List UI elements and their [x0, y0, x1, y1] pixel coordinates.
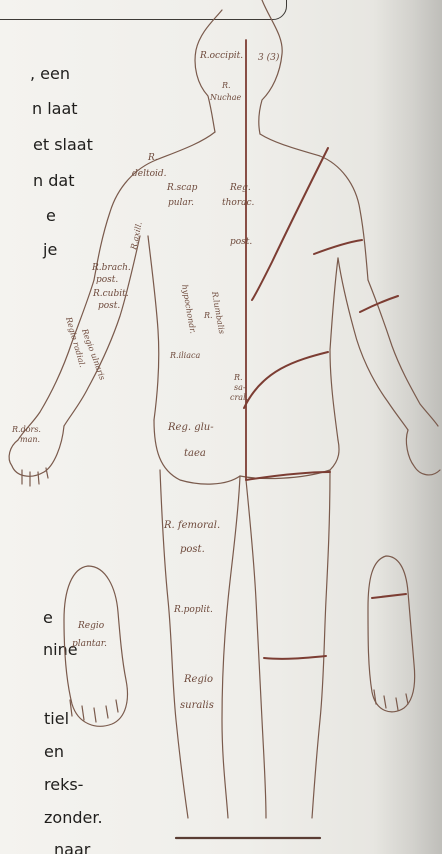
label-iliaca: R.iliaca — [169, 351, 200, 360]
label-occipit: R.occipit. — [199, 51, 243, 61]
label-cubit1: R.cubit. — [92, 289, 129, 299]
label-deltoid: R. — [147, 153, 158, 163]
label-nuchae2: Nuchae — [209, 93, 242, 102]
label-poplit: R.poplit. — [173, 605, 213, 615]
right-leg-inner — [246, 480, 266, 818]
cut-line-foot — [372, 594, 406, 598]
label-cubit2: post. — [98, 301, 120, 311]
head-outline — [195, 10, 222, 132]
cut-line-knee — [264, 656, 326, 659]
cut-line-arm — [314, 240, 362, 254]
left-toes — [70, 700, 118, 722]
right-arm-outer — [368, 280, 438, 426]
label-nuchae: R. — [221, 81, 231, 90]
right-shoulder — [260, 134, 368, 280]
label-plant1: Regio — [77, 621, 105, 631]
label-fem1: R. femoral. — [163, 520, 220, 531]
label-hypo2: hypochondr. — [180, 284, 198, 335]
label-brach2: post. — [96, 275, 118, 285]
label-plant2: plantar. — [72, 639, 107, 649]
label-fem2: post. — [180, 544, 205, 555]
label-scap1: R.scap — [166, 183, 198, 193]
label-sural1: Regio — [183, 674, 213, 685]
label-thorac1: Reg. — [229, 183, 251, 193]
label-sacral1: R. — [233, 373, 243, 382]
label-deltoid2: deltoid. — [132, 169, 167, 179]
label-glut1: Reg. glu- — [167, 422, 214, 433]
cut-line-hip — [244, 352, 328, 408]
right-hand — [406, 430, 440, 475]
label-hypo: R. — [203, 311, 213, 320]
cut-line-back — [252, 148, 328, 300]
label-glut2: taea — [184, 448, 206, 459]
label-thorac2: thorac. — [222, 198, 255, 208]
torso-right — [330, 258, 338, 440]
label-thorac3: post. — [230, 237, 252, 247]
cut-line-thigh — [246, 472, 330, 480]
label-dors2: man. — [20, 435, 40, 444]
label-brach1: R.brach. — [91, 263, 131, 273]
right-foot — [368, 556, 415, 712]
torso-left — [148, 236, 159, 420]
label-dors1: R.dors. — [11, 425, 41, 434]
head-outline-right — [259, 0, 283, 134]
right-leg-outer — [312, 470, 330, 818]
right-arm-inner — [338, 258, 408, 430]
label-axill: R.axill. — [129, 221, 144, 251]
label-scap2: pular. — [168, 198, 194, 208]
left-fingers — [22, 468, 48, 486]
left-leg-inner — [222, 476, 240, 818]
label-sacral3: cral. — [230, 393, 248, 402]
label-sural2: suralis — [180, 700, 214, 711]
label-sacral2: sa- — [234, 383, 246, 392]
label-fraction: 3 (3) — [258, 52, 280, 63]
label-radial: Regio radial. — [64, 315, 87, 368]
